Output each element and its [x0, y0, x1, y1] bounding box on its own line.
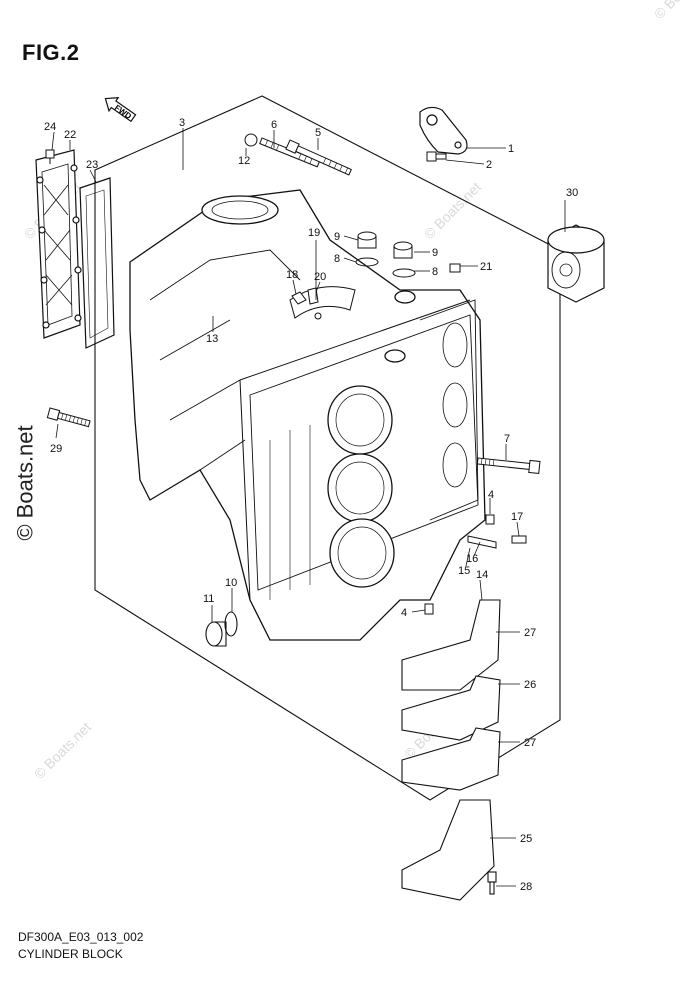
- callout-10: 10: [225, 577, 237, 589]
- oil-filter: [547, 224, 605, 303]
- callout-20: 20: [314, 271, 326, 283]
- callout-28: 28: [520, 881, 532, 893]
- callout-24: 24: [44, 121, 56, 133]
- stud-bolts: [244, 133, 352, 176]
- bolt-icon: [426, 151, 447, 162]
- callout-9: 9: [432, 247, 438, 259]
- assembly-frame: [94, 95, 561, 801]
- cylinder-block: [129, 189, 486, 641]
- callout-26: 26: [524, 679, 536, 691]
- faint-watermark: © Boats.net: [31, 719, 94, 782]
- bottom-gaskets: [401, 599, 501, 901]
- callout-13: 13: [206, 333, 218, 345]
- bolt-icon: [476, 457, 541, 474]
- mounting-bracket: [419, 106, 468, 155]
- leader-lines: [51, 128, 566, 887]
- diagram-code: DF300A_E03_013_002: [18, 930, 144, 944]
- callout-29: 29: [50, 443, 62, 455]
- callout-8: 8: [334, 253, 340, 265]
- callout-5: 5: [315, 127, 321, 139]
- callout-1: 1: [508, 143, 514, 155]
- callout-22: 22: [64, 129, 76, 141]
- callout-8: 8: [432, 266, 438, 278]
- exhaust-cover-gasket: [79, 177, 115, 349]
- plug-caps: [355, 231, 461, 278]
- exhaust-cover-plate: [35, 149, 82, 339]
- callout-14: 14: [476, 569, 488, 581]
- callout-23: 23: [86, 159, 98, 171]
- callout-labels: 1 2 3 4 4 5 6 7 8 8 9 9 10 11 12 13 14 1…: [44, 117, 578, 893]
- callout-7: 7: [504, 433, 510, 445]
- callout-2: 2: [486, 159, 492, 171]
- small-fittings: [424, 514, 527, 615]
- callout-4: 4: [401, 607, 407, 619]
- faint-watermark: © Boats.net: [651, 0, 696, 22]
- callout-30: 30: [566, 187, 578, 199]
- callout-17: 17: [511, 511, 523, 523]
- watermark-text: © Boats.net: [12, 425, 38, 541]
- callout-15: 15: [458, 565, 470, 577]
- diagram-caption: CYLINDER BLOCK: [18, 947, 123, 961]
- fwd-arrow-icon: FWD: [104, 97, 137, 123]
- callout-25: 25: [520, 833, 532, 845]
- bolt-icon: [46, 407, 91, 428]
- bolt-icon: [45, 149, 55, 164]
- small-fittings: [291, 287, 322, 320]
- callout-12: 12: [238, 155, 250, 167]
- callout-21: 21: [480, 261, 492, 273]
- callout-27: 27: [524, 737, 536, 749]
- figure-title: FIG.2: [22, 40, 80, 65]
- callout-27: 27: [524, 627, 536, 639]
- callout-19: 19: [308, 227, 320, 239]
- callout-16: 16: [466, 553, 478, 565]
- callout-18: 18: [286, 269, 298, 281]
- plugs: [205, 611, 238, 647]
- callout-6: 6: [271, 119, 277, 131]
- callout-4: 4: [488, 489, 494, 501]
- callout-9: 9: [334, 231, 340, 243]
- callout-3: 3: [179, 117, 185, 129]
- callout-11: 11: [203, 593, 214, 605]
- faint-watermark: © Boats.net: [421, 179, 484, 242]
